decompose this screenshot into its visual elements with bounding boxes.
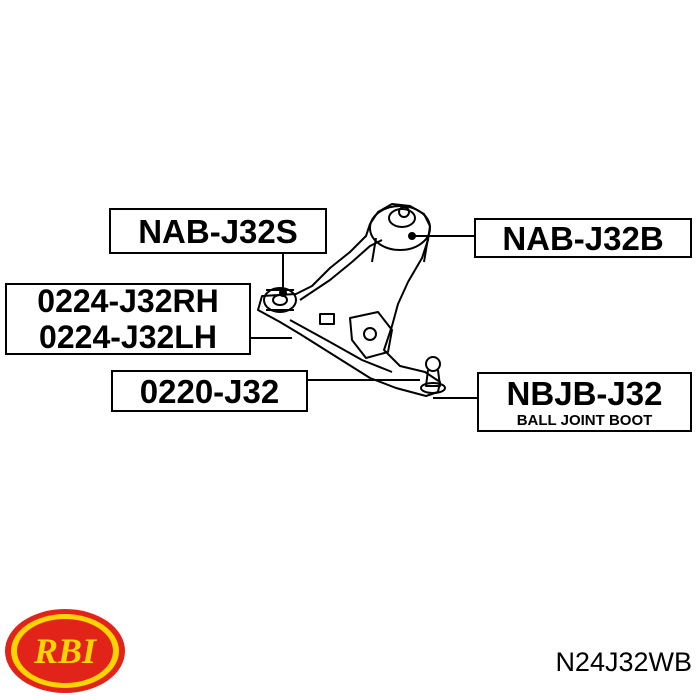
front-bushing-collar bbox=[266, 289, 294, 311]
label-ball-joint-boot-text: BALL JOINT BOOT bbox=[516, 411, 653, 429]
front-bushing-outer bbox=[263, 287, 297, 313]
ball-joint-stud bbox=[425, 356, 441, 372]
mid-bracket-hole-2 bbox=[363, 327, 377, 341]
rbi-logo-text: RBI bbox=[33, 631, 98, 671]
label-nbjb-j32: NBJB-J32 BALL JOINT BOOT bbox=[477, 372, 692, 432]
label-nab-j32b: NAB-J32B bbox=[474, 218, 692, 258]
rear-bushing-sleeve bbox=[371, 237, 429, 263]
label-0220-j32: 0220-J32 bbox=[111, 370, 308, 412]
mid-bracket bbox=[349, 311, 393, 359]
leader-dot-nab-s bbox=[279, 289, 287, 297]
label-0220-j32-text: 0220-J32 bbox=[139, 372, 280, 410]
label-nab-j32b-text: NAB-J32B bbox=[502, 219, 664, 257]
label-0224-lh-text: 0224-J32LH bbox=[39, 319, 217, 355]
label-0224-rh-text: 0224-J32RH bbox=[37, 283, 219, 319]
control-arm-outline bbox=[257, 203, 441, 397]
ball-joint-neck bbox=[425, 369, 441, 387]
label-nab-j32s: NAB-J32S bbox=[109, 208, 327, 254]
label-0224-bushings: 0224-J32RH 0224-J32LH bbox=[5, 283, 251, 355]
arm-rib-lower bbox=[289, 319, 393, 373]
leader-dot-nab-b bbox=[408, 232, 416, 240]
rear-bushing-inner bbox=[388, 208, 416, 228]
ball-joint-base bbox=[420, 382, 446, 394]
part-number: N24J32WB bbox=[555, 647, 692, 677]
rbi-logo: RBI bbox=[5, 609, 125, 693]
rear-bushing-bolt bbox=[398, 206, 410, 218]
mid-bracket-hole bbox=[319, 313, 335, 325]
label-nab-j32s-text: NAB-J32S bbox=[138, 212, 298, 250]
rear-bushing-body bbox=[369, 205, 431, 251]
label-nbjb-j32-text: NBJB-J32 bbox=[506, 374, 663, 412]
